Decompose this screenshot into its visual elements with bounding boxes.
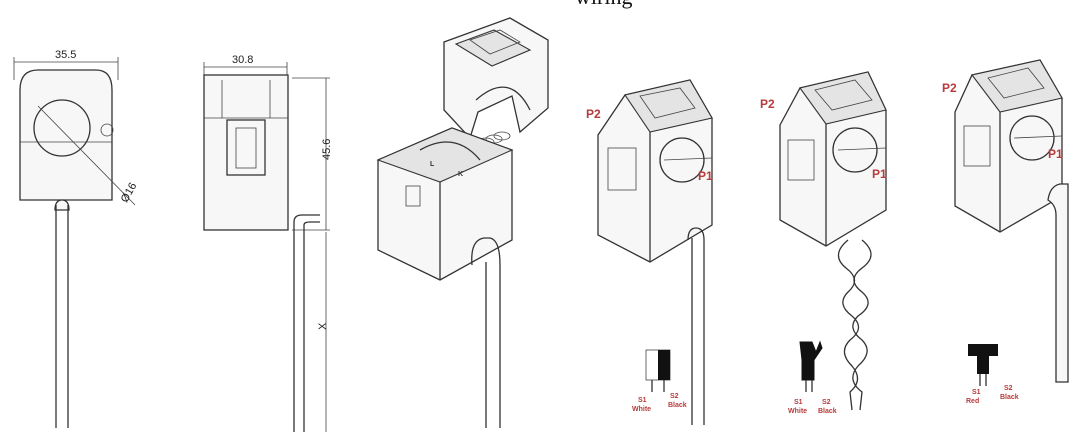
variant-1-s2-label: S2: [670, 393, 679, 400]
cable-length-label: X: [317, 322, 329, 330]
variant-1-p1-label: P1: [698, 169, 713, 183]
side-view: 30.8 45.6 X: [203, 54, 333, 432]
variant-3-p2-label: P2: [942, 81, 957, 95]
variant-1-s1-label: S1: [638, 397, 647, 404]
variant-2-p2-label: P2: [760, 97, 775, 111]
variant-2-s1-label: S1: [794, 399, 803, 406]
variant-1-p2-label: P2: [586, 107, 601, 121]
variant-3-s2-color: Black: [1000, 394, 1019, 401]
hole-diameter-label: Ø16: [119, 181, 140, 205]
variant-2-s2-color: Black: [818, 408, 837, 415]
variant-1-s2-color: Black: [668, 402, 687, 409]
svg-text:K: K: [458, 171, 463, 178]
variant-3: P2 P1 S1 Red S2 Black: [942, 59, 1069, 405]
caption-text: wiring: [575, 0, 632, 9]
variant-2-p1-label: P1: [872, 167, 887, 181]
height-label: 45.6: [321, 139, 333, 160]
open-view: L K: [376, 17, 549, 428]
variant-3-p1-label: P1: [1048, 147, 1063, 161]
variant-1: P2 P1 S1 White S2 Black: [586, 79, 713, 425]
variant-3-s2-label: S2: [1004, 385, 1013, 392]
variant-2: P2 P1 S1 White S2 Black: [760, 71, 887, 415]
variant-3-s1-label: S1: [972, 389, 981, 396]
front-view: 35.5 Ø16: [13, 49, 140, 428]
variant-3-s1-color: Red: [966, 398, 979, 405]
side-width-label: 30.8: [232, 54, 253, 66]
variant-2-s2-label: S2: [822, 399, 831, 406]
variant-2-s1-color: White: [788, 408, 807, 415]
front-width-label: 35.5: [55, 49, 76, 61]
svg-text:L: L: [430, 161, 435, 168]
variant-1-s1-color: White: [632, 406, 651, 413]
